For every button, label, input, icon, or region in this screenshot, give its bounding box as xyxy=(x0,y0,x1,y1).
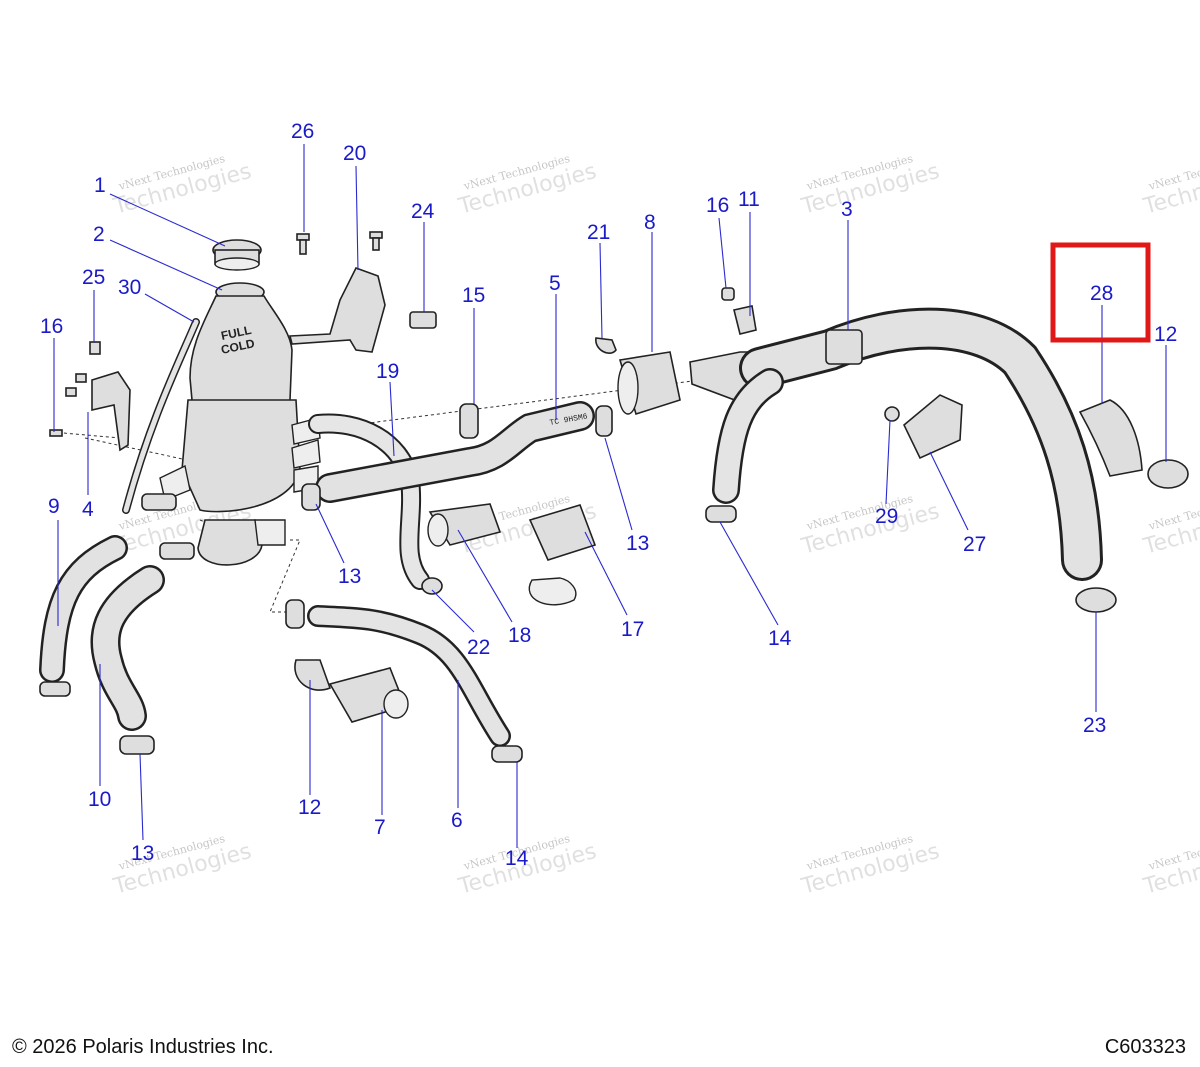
part-26-screw[interactable] xyxy=(296,231,383,255)
part-23-clamp[interactable] xyxy=(1075,587,1117,613)
callout-23[interactable]: 23 xyxy=(1083,714,1106,737)
callout-14-right[interactable]: 14 xyxy=(768,627,792,650)
callout-19[interactable]: 19 xyxy=(376,360,399,383)
callout-14-lower[interactable]: 14 xyxy=(505,847,529,870)
bottle-cold-label: COLD xyxy=(220,336,256,357)
callout-5[interactable]: 5 xyxy=(549,272,561,295)
callout-22[interactable]: 22 xyxy=(467,636,490,659)
part-25-screw[interactable] xyxy=(65,341,101,397)
part-4-bracket[interactable] xyxy=(91,371,131,452)
callout-26[interactable]: 26 xyxy=(291,120,314,143)
callout-15[interactable]: 15 xyxy=(462,284,485,307)
part-8-housing[interactable] xyxy=(617,351,681,416)
part-22-clamp[interactable] xyxy=(421,577,443,595)
part-28-fitting[interactable] xyxy=(1078,399,1143,477)
callout-6[interactable]: 6 xyxy=(451,809,463,832)
callout-10[interactable]: 10 xyxy=(88,788,111,811)
callout-4[interactable]: 4 xyxy=(82,498,94,521)
callout-12-right[interactable]: 12 xyxy=(1154,323,1177,346)
part-2-coolant-bottle[interactable]: FULL COLD xyxy=(159,282,321,566)
bottle-full-label: FULL xyxy=(220,323,253,343)
part-5-tube[interactable]: TC 9HSM6 xyxy=(315,401,595,503)
diagram-code: C603323 xyxy=(1104,1036,1186,1058)
part-27-bracket[interactable] xyxy=(903,394,963,460)
callout-13-middle[interactable]: 13 xyxy=(338,565,361,588)
callout-1[interactable]: 1 xyxy=(94,174,106,197)
callout-28[interactable]: 28 xyxy=(1090,282,1113,305)
part-13-clamp-lower[interactable] xyxy=(119,735,155,755)
part-30-vent-hose[interactable] xyxy=(122,318,200,514)
part-13-clamp-middle[interactable] xyxy=(301,483,321,511)
callout-29[interactable]: 29 xyxy=(875,505,898,528)
callout-25[interactable]: 25 xyxy=(82,266,105,289)
selected-callout-highlight xyxy=(1050,242,1151,343)
part-21-clamp[interactable] xyxy=(595,337,617,354)
callout-3[interactable]: 3 xyxy=(841,198,853,221)
callout-13-lower[interactable]: 13 xyxy=(131,842,154,865)
part-15-clamp[interactable] xyxy=(459,403,479,439)
part-18-fitting[interactable] xyxy=(427,503,502,547)
part-11-fitting[interactable] xyxy=(733,305,757,335)
part-6-hose[interactable] xyxy=(285,599,523,763)
callout-8[interactable]: 8 xyxy=(644,211,656,234)
callouts: 1 2 3 4 5 6 7 8 9 10 11 12 12 13 13 13 1… xyxy=(40,120,1177,870)
callout-9[interactable]: 9 xyxy=(48,495,60,518)
part-16-screw-right[interactable] xyxy=(721,287,735,301)
callout-7[interactable]: 7 xyxy=(374,816,386,839)
callout-13-right[interactable]: 13 xyxy=(626,532,649,555)
part-24-fitting[interactable] xyxy=(409,311,437,329)
part-1-cap[interactable] xyxy=(212,239,262,271)
part-14-hose-branch[interactable] xyxy=(705,368,784,523)
part-29-nut[interactable] xyxy=(884,406,900,422)
callout-16-left[interactable]: 16 xyxy=(40,315,63,338)
part-13-clamp-right[interactable] xyxy=(595,405,613,437)
callout-2[interactable]: 2 xyxy=(93,223,105,246)
callout-21[interactable]: 21 xyxy=(587,221,610,244)
callout-24[interactable]: 24 xyxy=(411,200,435,223)
callout-16-right[interactable]: 16 xyxy=(706,194,729,217)
part-16-screw-left[interactable] xyxy=(49,429,63,437)
callout-12-lower[interactable]: 12 xyxy=(298,796,321,819)
callout-17[interactable]: 17 xyxy=(621,618,644,641)
part-12-clamp-lower[interactable] xyxy=(294,659,332,691)
part-12-clamp-right[interactable] xyxy=(1147,459,1189,489)
callout-18[interactable]: 18 xyxy=(508,624,531,647)
callout-11[interactable]: 11 xyxy=(738,188,760,211)
part-7-fitting[interactable] xyxy=(328,667,409,723)
part-17-fitting[interactable] xyxy=(528,504,597,606)
copyright-notice: © 2026 Polaris Industries Inc. xyxy=(12,1036,274,1058)
callout-27[interactable]: 27 xyxy=(963,533,986,556)
leader-lines xyxy=(53,144,1167,848)
part-20-bracket[interactable] xyxy=(288,267,386,353)
part-10-hose[interactable] xyxy=(90,565,165,731)
part-9-hose[interactable] xyxy=(39,535,128,697)
callout-30[interactable]: 30 xyxy=(118,276,141,299)
callout-20[interactable]: 20 xyxy=(343,142,366,165)
part-clamps-left[interactable] xyxy=(141,493,195,560)
